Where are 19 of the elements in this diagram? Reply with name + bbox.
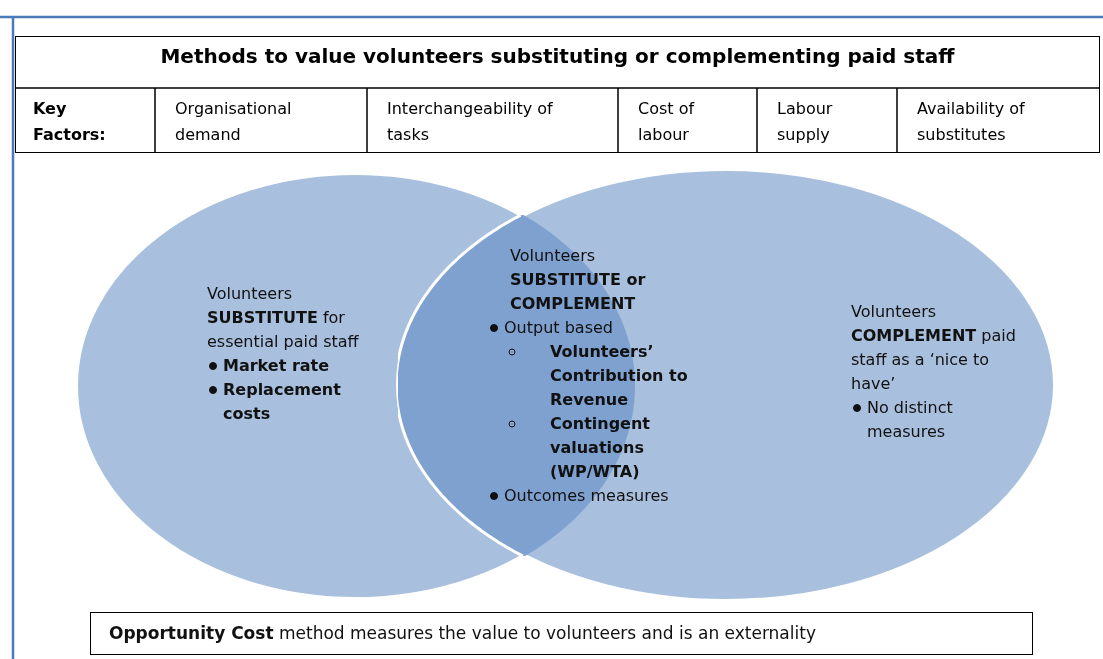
circle-heading: Volunteers SUBSTITUTE or COMPLEMENT xyxy=(510,245,647,315)
bullet-text: No distinct measures xyxy=(867,398,953,441)
table-cell-text: Availability of substitutes xyxy=(916,98,1026,146)
table-cell-text: Organisational demand xyxy=(174,98,293,146)
circle-heading: Volunteers SUBSTITUTE for essential paid staff xyxy=(207,283,360,353)
bullet-text: Volunteers’ Contribution to Revenue xyxy=(550,342,688,409)
table-cell-text: Interchangeability of tasks xyxy=(386,98,554,146)
bullet-text: Outcomes measures xyxy=(504,486,669,505)
bullet-text: Contingent valuations (WP/WTA) xyxy=(550,414,650,481)
table-cell-text: Cost of labour xyxy=(637,98,696,146)
row-header: Key Factors: xyxy=(32,98,107,146)
note-box xyxy=(90,612,1033,655)
bullet-text: Output based xyxy=(504,318,613,337)
diagram-title: Methods to value volunteers substituting or complementing paid staff xyxy=(159,44,956,68)
circle-heading: Volunteers COMPLEMENT paid staff as a ‘nice to have’ xyxy=(851,301,1017,395)
table-cell-text: Labour supply xyxy=(776,98,834,146)
bullet-text: Market rate xyxy=(223,356,330,375)
note-text: Opportunity Cost method measures the value to volunteers and is an externality xyxy=(108,622,817,645)
bullet-text: Replacement costs xyxy=(223,380,341,423)
